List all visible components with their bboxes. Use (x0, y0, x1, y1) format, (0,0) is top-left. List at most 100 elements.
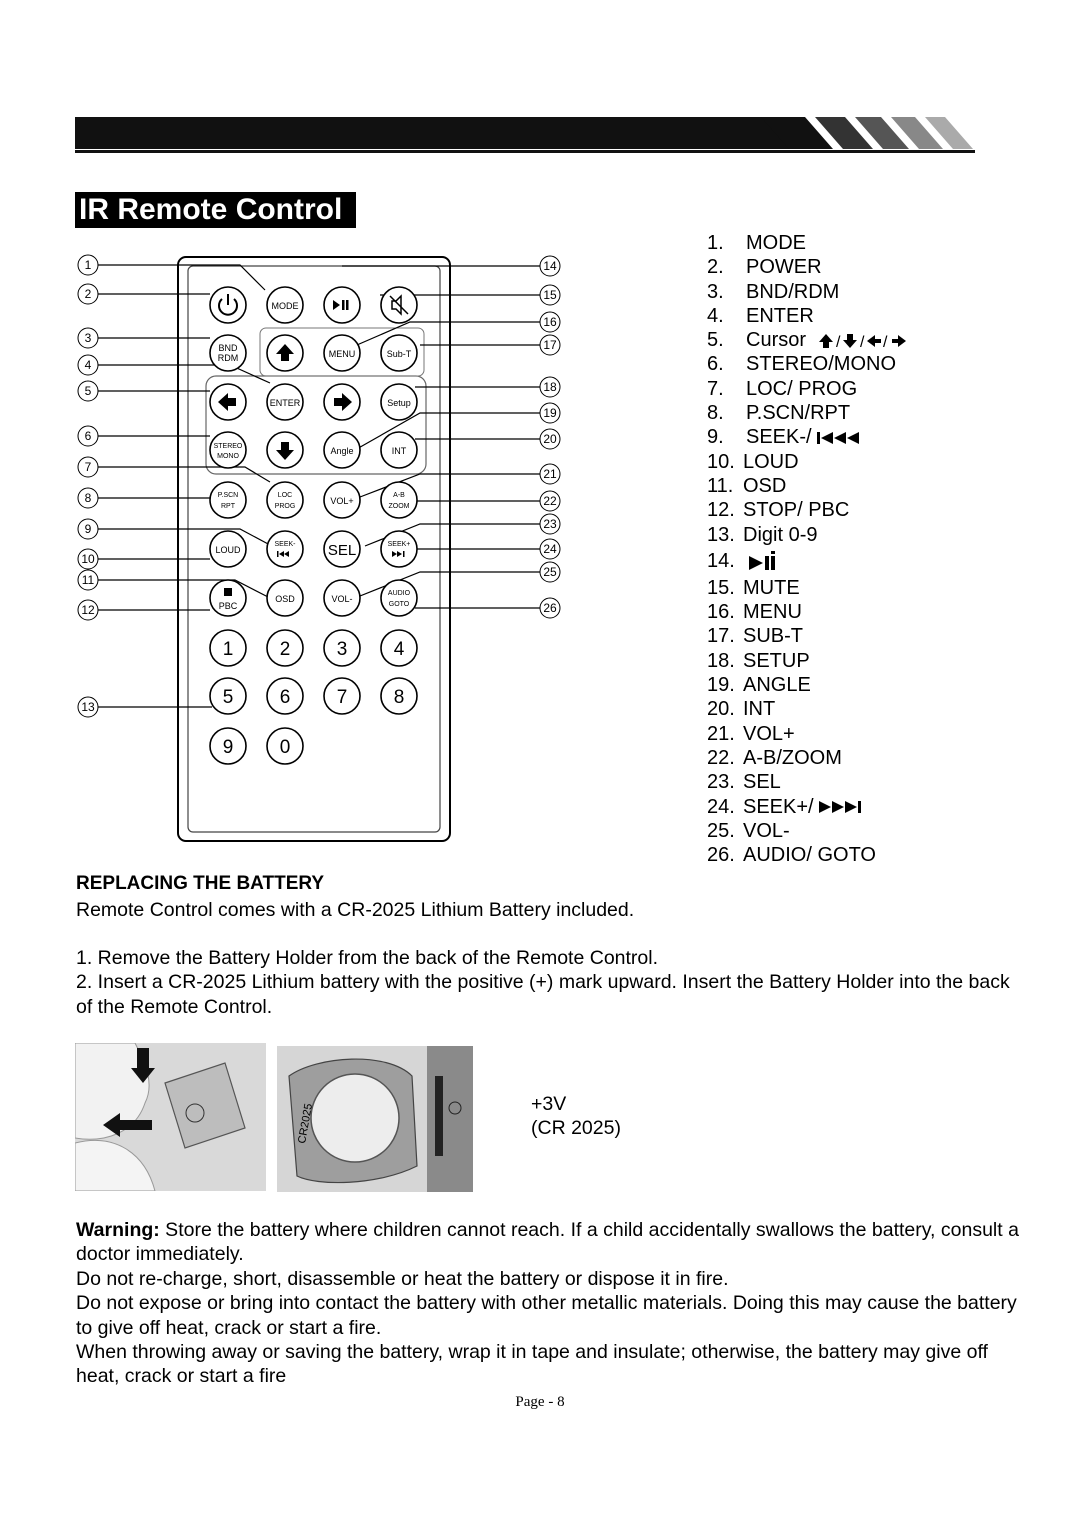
svg-text:PBC: PBC (219, 601, 238, 611)
header-bar (75, 117, 975, 153)
svg-text:MONO: MONO (217, 453, 239, 460)
legend-item: 11.OSD (707, 474, 787, 497)
play-pause-button (323, 286, 361, 324)
legend-item: 14. (707, 547, 1007, 576)
legend-item: 23.SEL (707, 771, 781, 794)
mode-button: MODE (266, 286, 304, 324)
svg-text:6: 6 (280, 687, 291, 708)
svg-text:2: 2 (280, 639, 291, 660)
svg-text:5: 5 (85, 384, 92, 398)
svg-text:Angle: Angle (330, 446, 353, 456)
battery-step-2: 2. Insert a CR-2025 Lithium battery with… (76, 971, 1010, 1018)
battery-removal-photo (75, 1043, 266, 1191)
svg-text:RDM: RDM (218, 353, 239, 363)
legend-item: 7.LOC/ PROG (707, 377, 858, 400)
stop-pbc-button: PBC (209, 579, 247, 617)
warning-paragraph: Warning: Store the battery where childre… (76, 1219, 1019, 1266)
warning-paragraph: Do not re-charge, short, disassemble or … (76, 1267, 729, 1290)
callout-12: 12 (77, 599, 99, 621)
page-number: Page - 8 (515, 1394, 565, 1410)
cursor-up-button (266, 334, 304, 372)
svg-text:1: 1 (85, 258, 92, 272)
battery-spec-label: +3V (CR 2025) (531, 1092, 621, 1141)
legend-item: 25.VOL- (707, 819, 790, 842)
svg-text:OSD: OSD (275, 594, 295, 604)
legend-item: 10.LOUD (707, 450, 799, 473)
warning-paragraph: When throwing away or saving the battery… (76, 1341, 988, 1388)
digit-8-button: 8 (380, 677, 418, 715)
battery-heading: REPLACING THE BATTERY (76, 873, 325, 894)
svg-text:INT: INT (392, 446, 407, 456)
skip-back-icon (817, 432, 860, 445)
svg-text:/: / (860, 334, 865, 350)
battery-voltage: +3V (531, 1093, 567, 1115)
warning-block: Warning: Store the battery where childre… (76, 1218, 1021, 1389)
menu-button: MENU (323, 334, 361, 372)
svg-text:7: 7 (337, 687, 348, 708)
sel-button: SEL (323, 530, 361, 568)
int-button: INT (380, 431, 418, 469)
svg-text:P.SCN: P.SCN (218, 492, 239, 499)
legend-item: 26.AUDIO/ GOTO (707, 844, 876, 867)
callout-23: 23 (539, 513, 561, 535)
svg-text:RPT: RPT (221, 503, 236, 510)
callout-21: 21 (539, 463, 561, 485)
digit-5-button: 5 (209, 677, 247, 715)
svg-text:LOC: LOC (278, 492, 292, 499)
callout-5: 5 (77, 380, 99, 402)
callout-24: 24 (539, 538, 561, 560)
cursor-right-button (323, 383, 361, 421)
svg-text:18: 18 (543, 380, 557, 394)
svg-text:MODE: MODE (272, 301, 299, 311)
callout-22: 22 (539, 490, 561, 512)
battery-step-1: 1. Remove the Battery Holder from the ba… (76, 947, 659, 969)
callout-11: 11 (77, 569, 99, 591)
callout-18: 18 (539, 376, 561, 398)
svg-text:BND: BND (218, 343, 238, 353)
legend-item: 20.INT (707, 698, 776, 721)
svg-text:3: 3 (337, 639, 348, 660)
svg-text:A-B: A-B (393, 492, 405, 499)
setup-button: Setup (380, 383, 418, 421)
svg-text:16: 16 (543, 315, 557, 329)
callout-3: 3 (77, 327, 99, 349)
svg-text:14: 14 (543, 259, 557, 273)
digit-1-button: 1 (209, 629, 247, 667)
warning-paragraph: Do not expose or bring into contact the … (76, 1292, 1017, 1339)
vol-plus-button: VOL+ (323, 481, 361, 519)
callout-25: 25 (539, 561, 561, 583)
enter-button: ENTER (266, 383, 304, 421)
legend-item: 3.BND/RDM (707, 280, 840, 303)
svg-text:13: 13 (81, 700, 95, 714)
pscn-rpt-button: P.SCN RPT (209, 481, 247, 519)
svg-text:22: 22 (543, 494, 557, 508)
seek-minus-button: SEEK- (266, 530, 304, 568)
svg-text:23: 23 (543, 517, 557, 531)
loud-button: LOUD (209, 530, 247, 568)
callout-15: 15 (539, 284, 561, 306)
svg-text:8: 8 (85, 491, 92, 505)
callout-14: 14 (539, 255, 561, 277)
svg-text:PROG: PROG (275, 503, 296, 510)
svg-text:VOL-: VOL- (331, 594, 352, 604)
legend-item: 8.P.SCN/RPT (707, 402, 851, 425)
svg-text:7: 7 (85, 460, 92, 474)
svg-text:9: 9 (223, 737, 234, 758)
svg-text:26: 26 (543, 601, 557, 615)
legend-item: 2.POWER (707, 256, 822, 279)
callout-19: 19 (539, 402, 561, 424)
svg-text:0: 0 (280, 737, 291, 758)
svg-text:2: 2 (85, 287, 92, 301)
callout-26: 26 (539, 597, 561, 619)
svg-text:8: 8 (394, 687, 405, 708)
cursor-down-button (266, 431, 304, 469)
cursor-arrows-icon: / / / (818, 333, 906, 350)
skip-forward-icon (819, 801, 862, 814)
warning-label: Warning: (76, 1219, 160, 1241)
callout-9: 9 (77, 518, 99, 540)
legend-item: 4.ENTER (707, 304, 814, 327)
svg-text:4: 4 (85, 358, 92, 372)
